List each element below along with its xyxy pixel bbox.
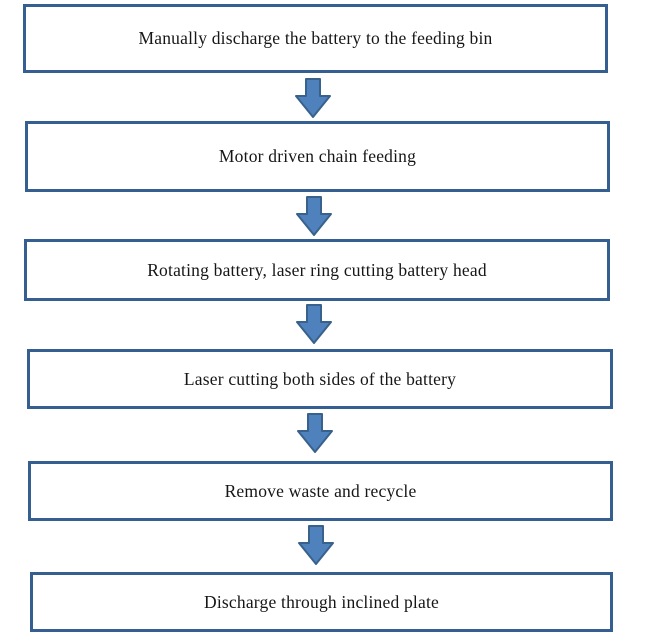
flow-step-6-label: Discharge through inclined plate xyxy=(204,591,439,612)
flow-step-3-label: Rotating battery, laser ring cutting bat… xyxy=(147,259,487,280)
down-arrow-icon xyxy=(295,78,331,118)
flow-step-2: Motor driven chain feeding xyxy=(25,121,610,192)
flow-step-2-label: Motor driven chain feeding xyxy=(218,146,417,166)
flow-step-1-label: Manually discharge the battery to the fe… xyxy=(138,28,493,48)
down-arrow-icon xyxy=(297,413,333,453)
flow-step-3: Rotating battery, laser ring cutting bat… xyxy=(24,239,610,301)
down-arrow-icon xyxy=(296,304,332,344)
down-arrow-icon xyxy=(298,525,334,565)
flow-step-6: Discharge through inclined plate xyxy=(30,572,613,632)
flow-step-4: Laser cutting both sides of the battery xyxy=(27,349,613,409)
down-arrow-icon xyxy=(296,196,332,236)
flow-step-1: Manually discharge the battery to the fe… xyxy=(23,4,608,73)
flow-step-5: Remove waste and recycle xyxy=(28,461,613,521)
flow-step-5-label: Remove waste and recycle xyxy=(224,480,417,501)
flow-step-4-label: Laser cutting both sides of the battery xyxy=(183,368,457,389)
